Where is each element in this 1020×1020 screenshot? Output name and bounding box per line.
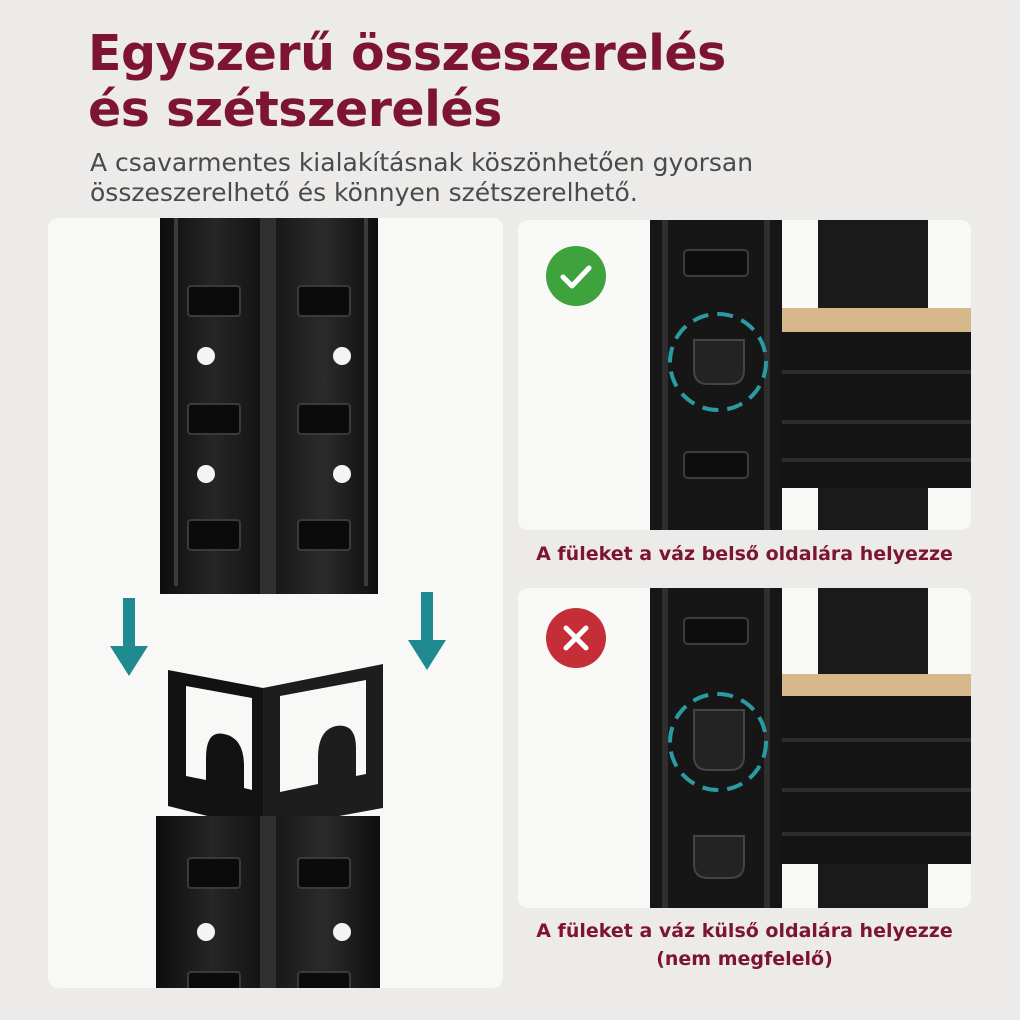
- incorrect-caption-line-2: (nem megfelelő): [656, 948, 833, 970]
- subtitle-line-2: összeszerelhető és könnyen szétszerelhet…: [90, 178, 638, 207]
- assembly-illustration-panel: [48, 218, 503, 988]
- correct-placement-illustration: [650, 220, 971, 530]
- correct-placement-panel: [518, 220, 971, 530]
- highlight-circle: [668, 692, 768, 792]
- shelf-board: [782, 308, 971, 488]
- incorrect-placement-panel: [518, 588, 971, 908]
- lower-upright-post: [156, 816, 380, 988]
- down-arrow-right-icon: [408, 592, 446, 670]
- corner-connector-bracket: [168, 664, 383, 830]
- subtitle-line-1: A csavarmentes kialakításnak köszönhetőe…: [90, 148, 754, 177]
- page-subtitle: A csavarmentes kialakításnak köszönhetőe…: [90, 148, 990, 208]
- shelf-board: [782, 674, 971, 864]
- title-line-1: Egyszerű összeszerelés: [88, 25, 726, 82]
- down-arrow-left-icon: [110, 598, 148, 676]
- highlight-circle: [668, 312, 768, 412]
- correct-caption: A füleket a váz belső oldalára helyezze: [536, 543, 953, 565]
- upright-assembly-illustration: [110, 218, 446, 988]
- cross-icon: [563, 625, 589, 651]
- check-icon: [560, 265, 592, 289]
- page-title: Egyszerű összeszerelés és szétszerelés: [88, 26, 726, 138]
- front-upright: [650, 588, 782, 908]
- title-line-2: és szétszerelés: [88, 81, 502, 138]
- correct-badge: [546, 246, 606, 306]
- front-upright: [650, 220, 782, 530]
- upper-upright-post: [160, 218, 378, 594]
- incorrect-caption: A füleket a váz külső oldalára helyezze …: [518, 917, 971, 973]
- incorrect-placement-illustration: [650, 588, 971, 908]
- incorrect-caption-line-1: A füleket a váz külső oldalára helyezze: [536, 920, 953, 942]
- incorrect-badge: [546, 608, 606, 668]
